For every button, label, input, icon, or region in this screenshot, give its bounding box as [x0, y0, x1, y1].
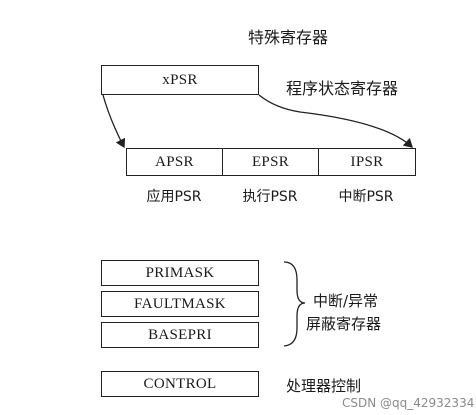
primask-register-box: PRIMASK	[101, 260, 259, 286]
basepri-register-box: BASEPRI	[101, 322, 259, 348]
mask-group-caption-line1: 中断/异常	[313, 292, 379, 310]
control-register-box: CONTROL	[101, 371, 259, 397]
epsr-cell: EPSR	[223, 149, 319, 175]
ipsr-name: IPSR	[350, 153, 384, 170]
ipsr-cell: IPSR	[319, 149, 415, 175]
diagram-title: 特殊寄存器	[248, 28, 329, 47]
apsr-label: 应用PSR	[146, 189, 202, 205]
apsr-name: APSR	[155, 153, 194, 170]
epsr-label: 执行PSR	[242, 189, 298, 205]
psr-split-register: APSR EPSR IPSR	[126, 148, 416, 176]
apsr-cell: APSR	[127, 149, 223, 175]
primask-name: PRIMASK	[145, 264, 215, 281]
mask-group-bracket	[283, 261, 306, 347]
control-caption: 处理器控制	[286, 377, 362, 395]
faultmask-register-box: FAULTMASK	[101, 291, 259, 317]
mask-group-caption-line2: 屏蔽寄存器	[306, 315, 382, 333]
watermark: CSDN @qq_42932334	[342, 396, 475, 410]
basepri-name: BASEPRI	[148, 326, 212, 343]
xpsr-register-box: xPSR	[101, 65, 259, 95]
arrow-right	[258, 94, 413, 148]
epsr-name: EPSR	[251, 153, 290, 170]
control-name: CONTROL	[143, 375, 217, 392]
faultmask-name: FAULTMASK	[134, 295, 226, 312]
xpsr-register-name: xPSR	[162, 71, 198, 88]
ipsr-label: 中断PSR	[338, 189, 394, 205]
arrow-left	[102, 94, 126, 149]
xpsr-caption: 程序状态寄存器	[286, 79, 399, 98]
